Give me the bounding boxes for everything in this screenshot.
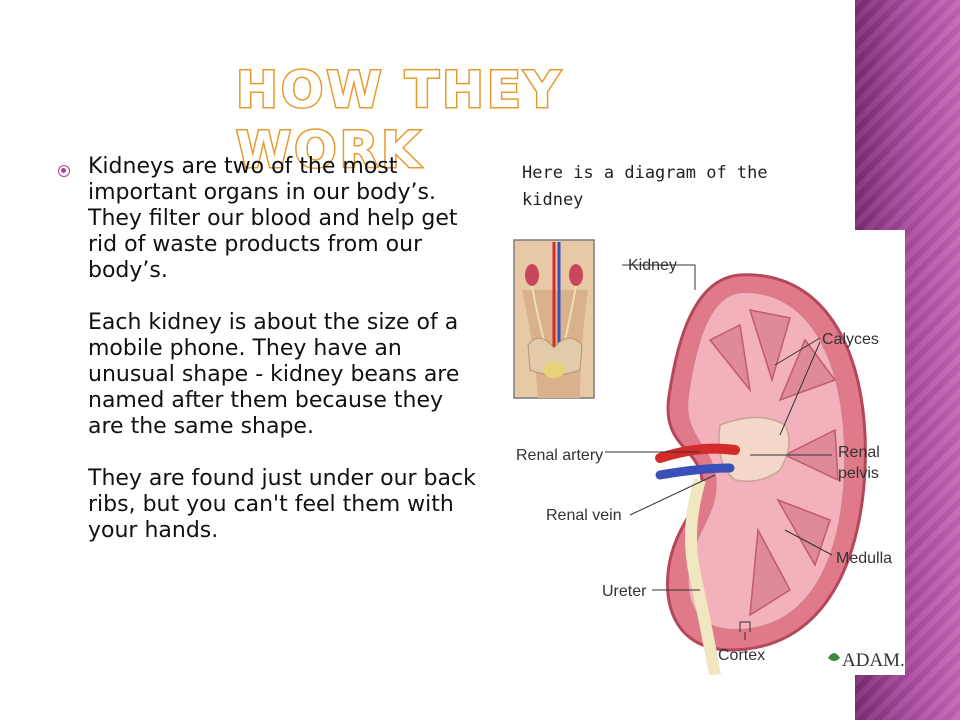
kidney-diagram: Kidney Calyces Renal artery Renal pelvis… — [510, 230, 905, 675]
label-renal-pelvis-line2: pelvis — [838, 465, 879, 482]
label-medulla: Medulla — [836, 550, 892, 567]
body-text: Kidneys are two of the most important or… — [88, 154, 478, 544]
diagram-caption: Here is a diagram of the kidney — [522, 163, 768, 210]
label-calyces: Calyces — [822, 331, 879, 348]
calyces-leader-2 — [779, 341, 821, 436]
body-inset — [513, 239, 595, 399]
medulla-leader — [784, 529, 833, 556]
pyramid-6 — [708, 323, 752, 393]
renal-artery-vessel — [655, 443, 740, 463]
inset-bladder — [543, 362, 565, 378]
paragraph-1: Kidneys are two of the most important or… — [88, 154, 458, 283]
label-kidney: Kidney — [628, 257, 677, 274]
diagram-labels: Kidney Calyces Renal artery Renal pelvis… — [516, 257, 892, 664]
pyramid-1 — [748, 309, 791, 383]
ureter-vessel — [685, 478, 721, 675]
label-ureter: Ureter — [602, 583, 647, 600]
pyramid-4 — [776, 498, 831, 567]
label-renal-artery: Renal artery — [516, 447, 603, 464]
label-renal-pelvis-line1: Renal — [838, 444, 880, 461]
calyces-leader-1 — [774, 337, 821, 366]
kidney-pyramids — [708, 309, 839, 617]
cortex-bracket — [739, 621, 751, 632]
pyramid-5 — [749, 527, 791, 617]
label-cortex: Cortex — [718, 647, 765, 664]
adam-logo: ADAM. — [828, 650, 905, 671]
inset-right-kidney — [569, 264, 583, 286]
paragraph-2: Each kidney is about the size of a mobil… — [88, 310, 460, 439]
label-leader-lines — [605, 264, 833, 640]
kidney-leader — [622, 264, 696, 290]
bullet-icon — [58, 165, 70, 177]
renal-vein-vessel — [655, 463, 735, 480]
renal-vein-leader — [629, 474, 716, 516]
paragraph-3: They are found just under our back ribs,… — [88, 466, 476, 543]
slide-title: How they work — [235, 60, 564, 181]
label-renal-vein: Renal vein — [546, 507, 622, 524]
inset-left-kidney — [525, 264, 539, 286]
leaf-icon — [828, 653, 840, 661]
label-brand: ADAM. — [842, 650, 905, 671]
